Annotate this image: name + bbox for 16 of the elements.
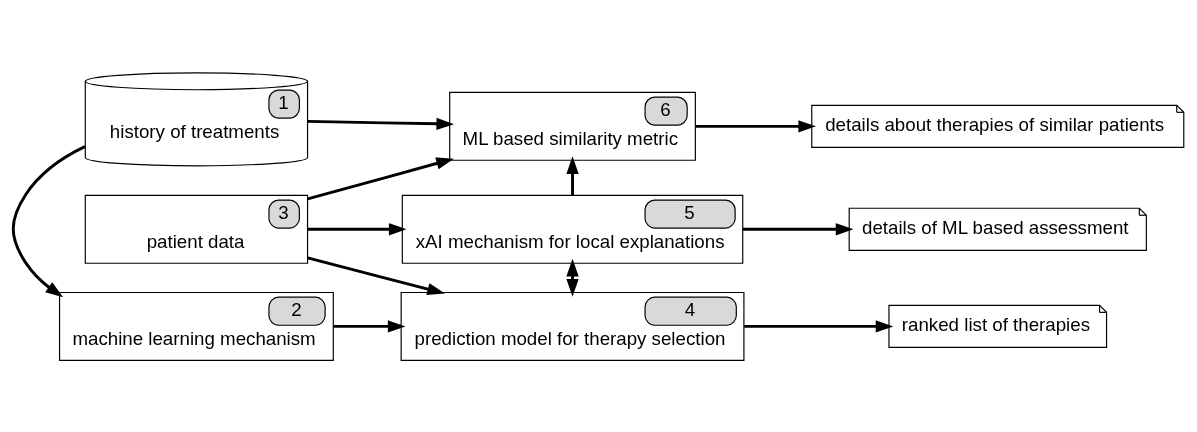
arrow [566,155,579,195]
node-box: 4 prediction model for therapy selection [400,291,745,361]
arrow [307,256,445,295]
arrow [695,119,816,132]
arrow [307,222,407,235]
node-box: 3 patient data [84,194,309,264]
arrow [307,156,454,200]
arrow [307,117,454,130]
arrow [11,144,86,297]
arrow [744,319,894,333]
node-box: 2 machine learning mechanism [58,291,334,361]
arrow [333,319,406,333]
node-box: 6 ML based similarity metric [449,91,696,161]
arrow [742,222,854,235]
node-box: 5 xAI mechanism for local explanations [401,194,744,264]
arrow [566,258,579,297]
